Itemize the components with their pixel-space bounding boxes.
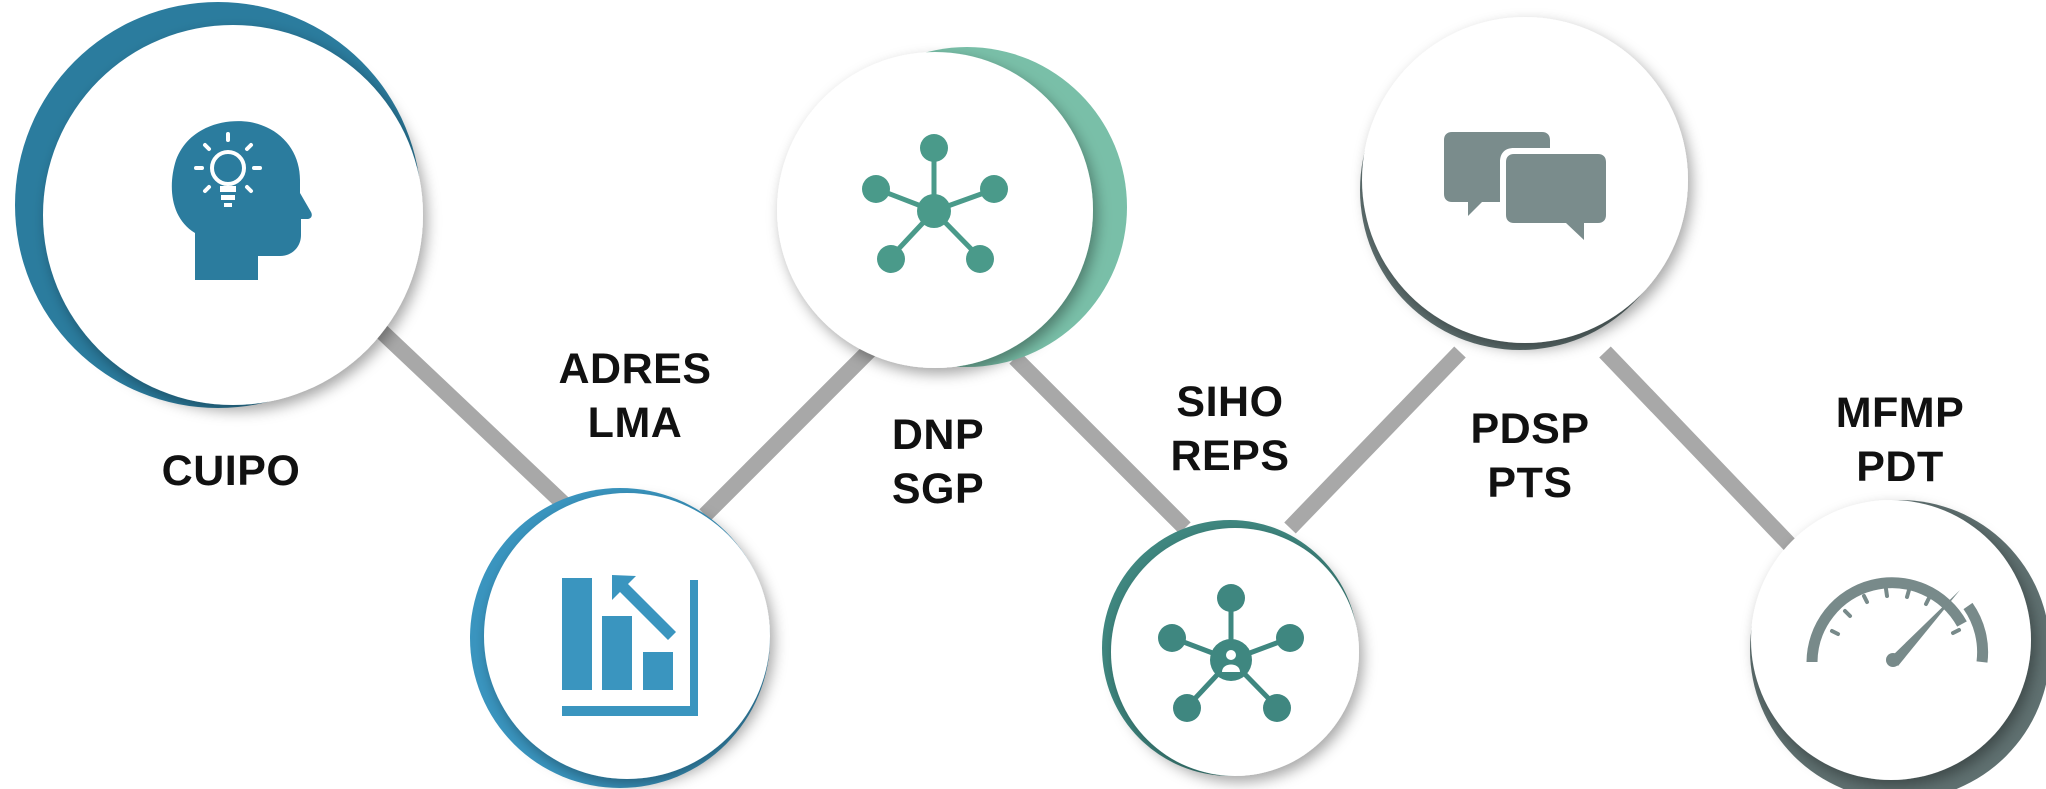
bar-chart-icon: [562, 575, 698, 716]
label-pdsp-pts-line-1: PDSP: [1470, 405, 1590, 453]
label-pdsp-pts: PDSP PTS: [1410, 402, 1650, 510]
label-dnp-sgp: DNP SGP: [818, 408, 1058, 516]
node-pdsp-pts: [1360, 17, 1688, 350]
label-siho-reps-line-1: SIHO: [1176, 378, 1284, 426]
label-dnp-sgp-line-1: DNP: [891, 411, 985, 459]
label-adres-lma-line-1: ADRES: [558, 345, 712, 393]
connector-2: [699, 339, 881, 521]
label-cuipo: CUIPO: [111, 444, 351, 498]
node-cuipo: [15, 2, 423, 408]
chat-bubbles-icon: [1444, 132, 1606, 240]
label-mfmp-pdt: MFMP PDT: [1780, 386, 2020, 494]
label-siho-reps-line-2: REPS: [1170, 432, 1290, 480]
label-adres-lma: ADRES LMA: [515, 342, 755, 450]
label-cuipo-line-1: CUIPO: [161, 447, 301, 495]
head-lightbulb-icon: [171, 121, 312, 280]
label-mfmp-pdt-line-2: PDT: [1856, 443, 1944, 491]
network-hub-icon: [862, 134, 1008, 273]
label-adres-lma-line-2: LMA: [587, 399, 683, 447]
connectors: [374, 324, 1796, 551]
label-siho-reps: SIHO REPS: [1110, 375, 1350, 483]
label-pdsp-pts-line-2: PTS: [1487, 459, 1573, 507]
node-mfmp-pdt: [1750, 500, 2046, 789]
label-dnp-sgp-line-2: SGP: [891, 465, 985, 513]
node-siho-reps: [1102, 520, 1359, 776]
connector-1: [374, 324, 571, 511]
node-mfmp-pdt-circle: [1751, 500, 2031, 780]
label-mfmp-pdt-line-1: MFMP: [1835, 389, 1965, 437]
connector-3: [1009, 352, 1191, 534]
speedometer-icon: [1806, 577, 1989, 667]
connector-4: [1284, 346, 1466, 534]
node-dnp-sgp: [777, 47, 1127, 368]
node-adres-lma: [470, 488, 770, 788]
people-network-icon: [1158, 584, 1304, 722]
connector-5: [1599, 346, 1796, 551]
